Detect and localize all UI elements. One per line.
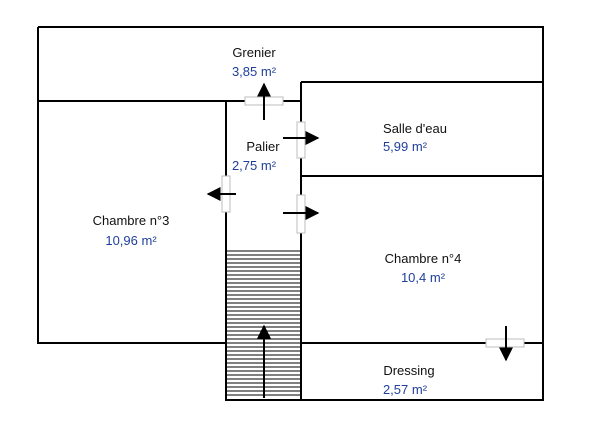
room-name-chambre4: Chambre n°4 <box>384 251 462 266</box>
room-area-dressing: 2,57 m² <box>382 382 428 397</box>
room-area-chambre4: 10,4 m² <box>400 270 446 285</box>
room-name-palier: Palier <box>246 139 280 154</box>
room-area-palier: 2,75 m² <box>231 158 277 173</box>
room-area-grenier: 3,85 m² <box>231 64 277 79</box>
room-area-chambre3: 10,96 m² <box>105 233 157 248</box>
room-name-grenier: Grenier <box>232 45 276 60</box>
door-salle-deau <box>296 121 306 159</box>
room-name-dressing: Dressing <box>383 363 435 378</box>
room-name-chambre3: Chambre n°3 <box>92 213 170 228</box>
room-name-salle-deau: Salle d'eau <box>383 121 447 136</box>
room-area-salle-deau: 5,99 m² <box>382 139 428 154</box>
door-arrows <box>206 82 513 398</box>
